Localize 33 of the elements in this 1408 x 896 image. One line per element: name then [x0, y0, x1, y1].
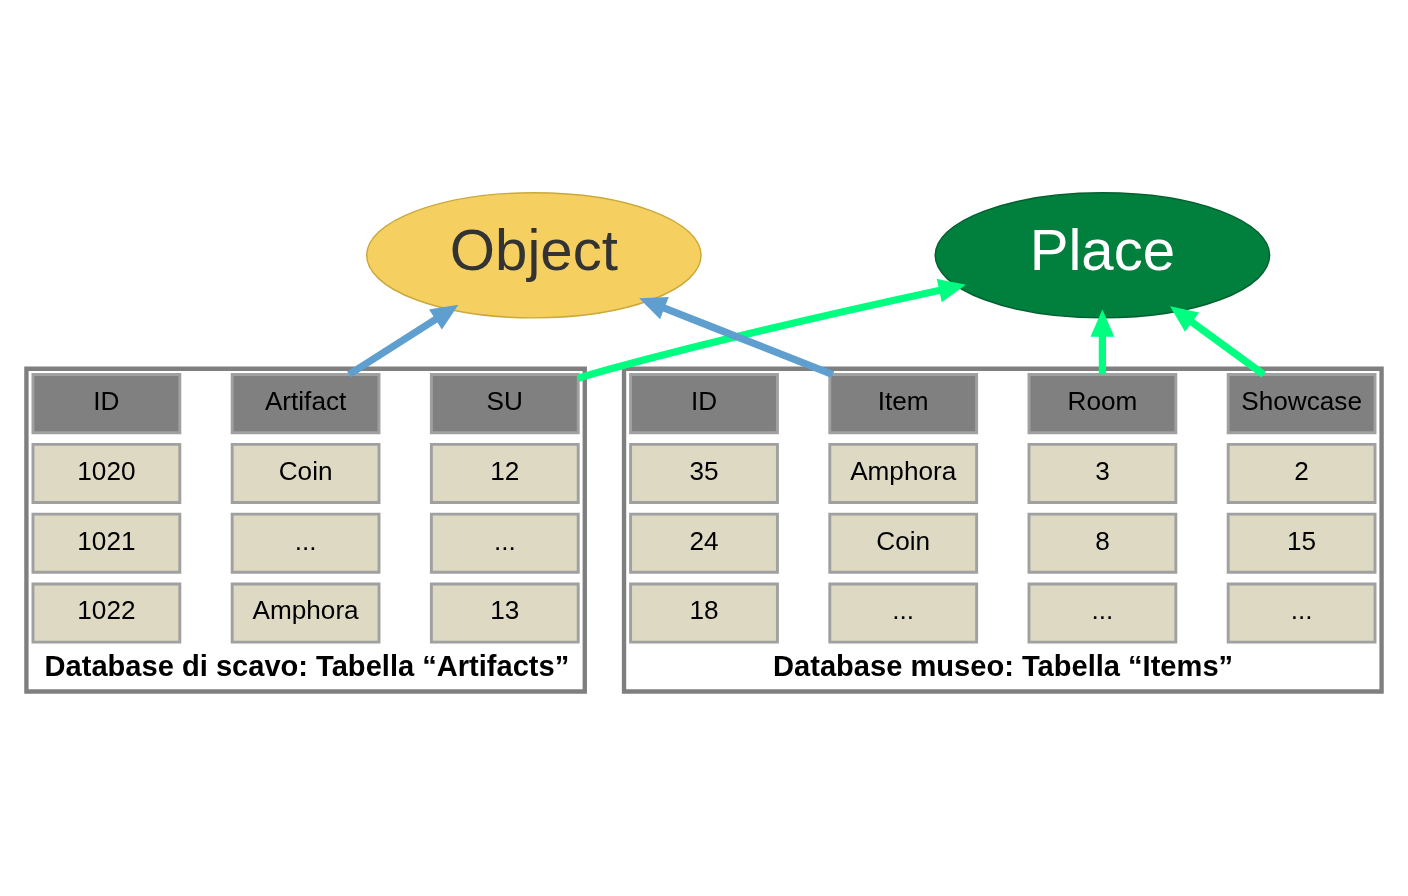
node-box: ID [31, 373, 182, 435]
node-box: 24 [629, 512, 779, 574]
node-box: 3 [1027, 442, 1178, 504]
node-box: ID [629, 373, 779, 435]
node-box: Artifact [230, 373, 381, 435]
node-box: Item [828, 373, 979, 435]
node-box: Coin [828, 512, 979, 574]
node-box: 12 [429, 442, 580, 504]
node-box: ... [230, 512, 381, 574]
arrow [577, 278, 966, 382]
node-box: 1021 [31, 512, 182, 574]
node-box: 2 [1226, 442, 1377, 504]
node-box: 13 [429, 582, 580, 644]
node-box: Amphora [230, 582, 381, 644]
node-box: ... [828, 582, 979, 644]
arrow [1170, 306, 1266, 378]
arrow [347, 304, 459, 378]
node-box: Showcase [1226, 373, 1377, 435]
arrow [639, 297, 835, 378]
node-box: Coin [230, 442, 381, 504]
node-box: ... [1226, 582, 1377, 644]
node-box: ... [1027, 582, 1178, 644]
arrow [1090, 309, 1115, 375]
node-box: ... [429, 512, 580, 574]
node-box: SU [429, 373, 580, 435]
node-box: 1020 [31, 442, 182, 504]
node-box: Amphora [828, 442, 979, 504]
node-box: 1022 [31, 582, 182, 644]
node-box: 8 [1027, 512, 1178, 574]
node-box: 15 [1226, 512, 1377, 574]
node-box: Room [1027, 373, 1178, 435]
node-box: 35 [629, 442, 779, 504]
node-box: 18 [629, 582, 779, 644]
